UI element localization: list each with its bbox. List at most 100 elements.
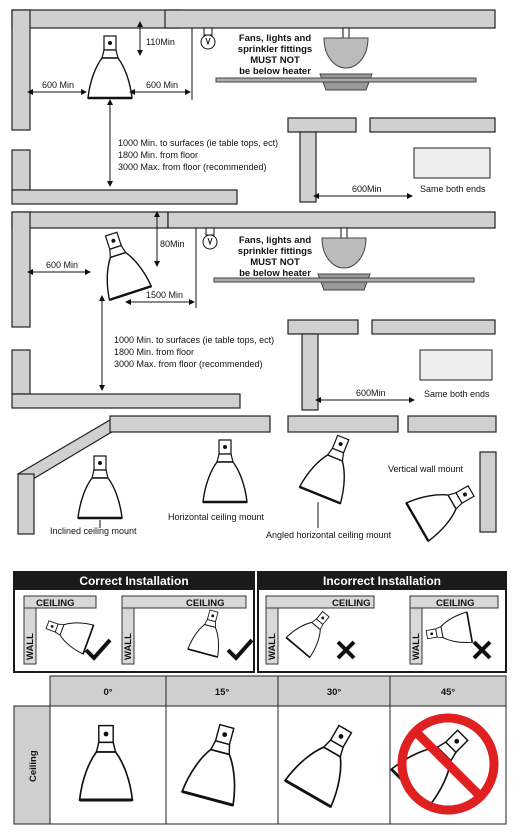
wall-label: WALL [411, 633, 422, 660]
checkmark-icon [84, 638, 112, 661]
lower-left-wall [11, 349, 31, 395]
ceiling-beam [11, 9, 183, 29]
wall-bar [409, 607, 423, 665]
angle-header-cell [165, 675, 279, 707]
floor-surface [11, 189, 238, 205]
left-wall [11, 9, 31, 131]
warning-line: MUST NOT [250, 257, 300, 268]
ceiling-bar [121, 595, 247, 609]
dim-right-label: 1500 Min [146, 290, 183, 300]
angle-header-cell [389, 675, 507, 707]
prohibited-icon [397, 713, 499, 815]
dim-top-label: 80Min [160, 239, 185, 249]
end-heater-side [419, 349, 493, 381]
wall-bar [265, 607, 279, 665]
warning-line: be below heater [239, 268, 311, 279]
angle-header-cell [277, 675, 391, 707]
angled-mount-label: Angled horizontal ceiling mount [266, 530, 392, 540]
vertical-mount-label: Vertical wall mount [388, 464, 464, 474]
end-wall [299, 131, 317, 203]
floor-note: 1000 Min. to surfaces (ie table tops, ec… [118, 138, 278, 148]
cross-icon [472, 640, 492, 660]
ceiling-label: CEILING [436, 598, 475, 609]
ceiling-beam [167, 211, 496, 229]
angle-15-label: 15° [215, 687, 230, 698]
angled-mount-heater [298, 428, 365, 505]
checkmark-icon [226, 638, 254, 661]
warning-line: sprinkler fittings [238, 246, 312, 257]
floor-note: 1800 Min. from floor [118, 150, 198, 160]
bulb-icon [200, 27, 216, 50]
bulb-icon [202, 227, 218, 250]
row-label: Ceiling [28, 750, 39, 782]
incorrect-header [258, 572, 506, 590]
end-dim-label: 600Min [356, 388, 386, 398]
angle-30-label: 30° [327, 687, 342, 698]
ceiling-beam [164, 9, 496, 29]
wall-label: WALL [25, 633, 36, 660]
warning-line: MUST NOT [250, 55, 300, 66]
ceiling-bar [409, 595, 499, 609]
ceiling-beam [371, 319, 496, 335]
ceiling-beam [109, 415, 271, 433]
dim-top-label: 110Min [146, 37, 175, 47]
angle-0-label: 0° [103, 687, 112, 698]
angle-table: 0° 15° 30° 45° Ceiling [13, 675, 507, 825]
ceiling-label: CEILING [332, 598, 371, 609]
end-dim-label: 600Min [352, 184, 382, 194]
wall-label: WALL [267, 633, 278, 660]
correct-title: Correct Installation [79, 574, 188, 588]
end-note: Same both ends [420, 184, 486, 194]
floor-note: 1000 Min. to surfaces (ie table tops, ec… [114, 335, 274, 345]
heater-icon [86, 34, 134, 100]
floor-surface [11, 393, 241, 409]
inclined-wall [17, 473, 35, 535]
end-wall [301, 333, 319, 411]
lower-left-wall [11, 149, 31, 191]
ceiling-beam [369, 117, 496, 133]
ceiling-beam [287, 415, 399, 433]
wall-label: WALL [123, 633, 134, 660]
end-note: Same both ends [424, 389, 490, 399]
floor-note: 3000 Max. from floor (recommended) [114, 359, 263, 369]
horizontal-mount-label: Horizontal ceiling mount [168, 512, 265, 522]
ceiling-label: CEILING [36, 598, 75, 609]
warning-line: Fans, lights and [239, 235, 312, 246]
horizontal-mount-heater [201, 438, 249, 504]
row-header-cell [13, 705, 51, 825]
incorrect-title: Incorrect Installation [323, 574, 441, 588]
ceiling-bar [265, 595, 375, 609]
ceiling-bar [23, 595, 97, 609]
dim-right-label: 600 Min [146, 80, 178, 90]
warning-line: be below heater [239, 66, 311, 77]
prohibited-slash [411, 727, 485, 801]
vertical-wall [479, 451, 497, 533]
inclined-mount-heater [76, 454, 124, 520]
left-wall [11, 211, 31, 328]
cross-icon [336, 640, 356, 660]
dim-left-label: 600 Min [46, 260, 78, 270]
install-panels: Correct Installation Incorrect Installat… [13, 571, 507, 673]
vertical-mount-heater [405, 470, 484, 543]
heater-icon [89, 226, 153, 302]
warning-line: Fans, lights and [239, 33, 312, 44]
ceiling-beam [11, 211, 169, 229]
angle-45-label: 45° [441, 687, 456, 698]
angle-header-cell [49, 675, 167, 707]
mount-types: Inclined ceiling mount Horizontal ceilin… [16, 415, 497, 543]
wall-bar [23, 607, 37, 665]
section2-diagram: 80Min 600 Min 1500 Min Fans, lights and … [11, 211, 496, 411]
floor-note: 3000 Max. from floor (recommended) [118, 162, 267, 172]
inclined-mount-label: Inclined ceiling mount [50, 526, 137, 536]
wall-bar [121, 607, 135, 665]
warning-line: sprinkler fittings [238, 44, 312, 55]
dim-left-label: 600 Min [42, 80, 74, 90]
section1-diagram: 110Min 600 Min 600 Min Fans, lights and … [11, 9, 496, 205]
ceiling-beam [287, 319, 359, 335]
correct-header [14, 572, 254, 590]
end-heater-side [413, 147, 491, 179]
ceiling-label: CEILING [186, 598, 225, 609]
floor-note: 1800 Min. from floor [114, 347, 194, 357]
ceiling-beam [407, 415, 497, 433]
